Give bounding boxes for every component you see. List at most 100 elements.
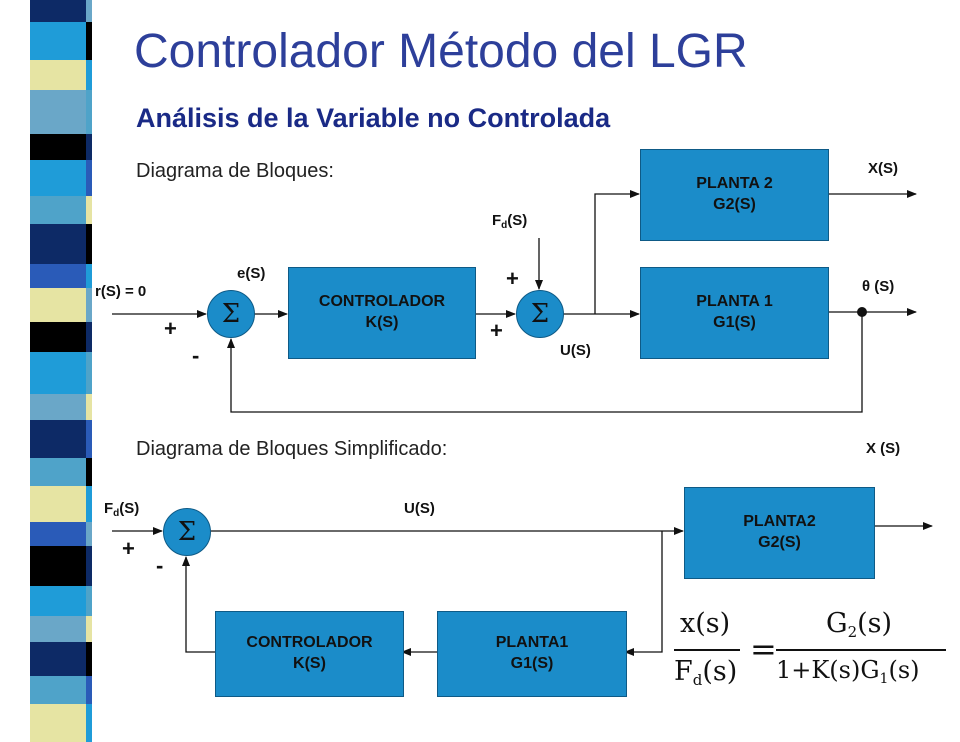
label-control-signal: U(S) [560, 342, 591, 359]
stripe-edge [86, 90, 92, 134]
stripe-edge [86, 486, 92, 522]
stripe-edge [86, 420, 92, 458]
equation-equals: = [750, 630, 777, 668]
controller-label: CONTROLADOR [318, 293, 446, 311]
plant2-transfer: G2(S) [713, 196, 756, 213]
equation-rhs-num-rest: (s) [857, 608, 893, 639]
stripe-edge [86, 160, 92, 196]
stripe-edge [86, 522, 92, 546]
controller-transfer: K(S) [365, 314, 399, 331]
label-disturbance-main: F [492, 212, 502, 229]
stripe-band [30, 90, 86, 134]
equation-rhs-num-main: G [826, 608, 848, 639]
stripe-edge [86, 322, 92, 352]
plant2-simplified-transfer: G2(S) [758, 534, 801, 551]
sign-plus-simplified: + [122, 536, 135, 561]
takeoff-point [857, 307, 867, 317]
label-disturbance-sub: d [501, 220, 508, 231]
controller-simplified-transfer: K(S) [293, 655, 326, 672]
stripe-band [30, 22, 86, 60]
label-output-x-simplified: X (S) [866, 440, 901, 457]
stripe-band [30, 134, 86, 160]
stripe-band [30, 160, 86, 196]
equation-rhs-numerator: G2(s) [826, 608, 892, 641]
stripe-band [30, 546, 86, 586]
plant2-block: PLANTA 2 G2(S) [640, 149, 829, 241]
label-disturbance-simplified-main: F [104, 500, 114, 517]
stripe-edge [86, 0, 92, 22]
stripe-band [30, 586, 86, 616]
label-disturbance-simplified-sub: d [113, 508, 120, 519]
plant1-transfer: G1(S) [713, 314, 756, 331]
label-disturbance-simplified: Fd(S) [104, 500, 139, 519]
stripe-band [30, 60, 86, 90]
arrow-controller-to-sum [182, 556, 215, 653]
stripe-edge [86, 642, 92, 676]
section-heading-block-diagram: Diagrama de Bloques: [136, 160, 334, 182]
summing-junction-1: Σ [207, 290, 255, 338]
label-control-signal-simplified: U(S) [404, 500, 435, 517]
plant2-simplified-label: PLANTA2 [743, 513, 816, 531]
sign-plus-sum1: + [164, 316, 177, 341]
stripe-band [30, 264, 86, 288]
label-disturbance-rest: (S) [507, 212, 528, 229]
arrow-branch-to-plant2 [594, 190, 640, 314]
stripe-band [30, 676, 86, 704]
summing-junction-2: Σ [516, 290, 564, 338]
stripe-edge [86, 394, 92, 420]
sign-minus-simplified: - [156, 553, 164, 578]
controller-block: CONTROLADOR K(S) [288, 267, 476, 359]
stripe-band [30, 616, 86, 642]
label-disturbance-simplified-rest: (S) [119, 500, 140, 517]
label-error: e(S) [237, 265, 266, 282]
plant2-block-simplified: PLANTA2 G2(S) [684, 487, 875, 579]
equation-lhs-bar [674, 649, 740, 651]
stripe-band [30, 0, 86, 22]
equation-rhs-bar [776, 649, 946, 651]
stripe-edge [86, 676, 92, 704]
summing-junction-simplified: Σ [163, 508, 211, 556]
equation-rhs-denominator: 1+K(s)G1(s) [776, 656, 920, 687]
plant2-label: PLANTA 2 [696, 175, 773, 193]
stripe-edge [86, 22, 92, 60]
page-title: Controlador Método del LGR [134, 25, 748, 78]
stripe-edge [86, 224, 92, 264]
stripe-edge [86, 60, 92, 90]
stripe-band [30, 642, 86, 676]
diagram-lines [112, 190, 933, 656]
stripe-band [30, 224, 86, 264]
plant1-simplified-transfer: G1(S) [510, 655, 554, 672]
stripe-edge [86, 288, 92, 322]
label-output-theta: θ (S) [862, 278, 895, 295]
equation-lhs-denominator: Fd(s) [674, 656, 737, 689]
controller-simplified-label: CONTROLADOR [246, 634, 373, 652]
stripe-band [30, 322, 86, 352]
section-heading-simplified: Diagrama de Bloques Simplificado: [136, 438, 448, 460]
stripe-band [30, 352, 86, 394]
stripe-band [30, 288, 86, 322]
equation-rhs-den-sub: 1 [879, 671, 889, 687]
label-disturbance: Fd(S) [492, 212, 527, 231]
equation-rhs-den-rest: (s) [888, 656, 920, 684]
equation-lhs-numerator: x(s) [680, 608, 731, 639]
plant1-label: PLANTA 1 [696, 293, 773, 311]
feedback-path [227, 312, 863, 413]
controller-block-simplified: CONTROLADOR K(S) [215, 611, 404, 697]
stripe-edge [86, 134, 92, 160]
equation-rhs-num-sub: 2 [847, 623, 858, 641]
sign-minus-sum1: - [192, 343, 200, 368]
stripe-band [30, 458, 86, 486]
equation-lhs-den-rest: (s) [702, 656, 738, 687]
stripe-edge [86, 196, 92, 224]
stripe-band [30, 522, 86, 546]
plant1-block-simplified: PLANTA1 G1(S) [437, 611, 627, 697]
arrow-branch-to-plant1 [624, 531, 663, 656]
equation-lhs-den-sub: d [692, 671, 703, 689]
label-reference: r(S) = 0 [95, 283, 147, 300]
stripe-edge [86, 458, 92, 486]
sign-plus-sum2-left: + [490, 318, 503, 343]
plant1-simplified-label: PLANTA1 [495, 634, 569, 652]
stripe-band [30, 394, 86, 420]
equation-lhs-den-main: F [674, 656, 693, 687]
stripe-edge [86, 264, 92, 288]
